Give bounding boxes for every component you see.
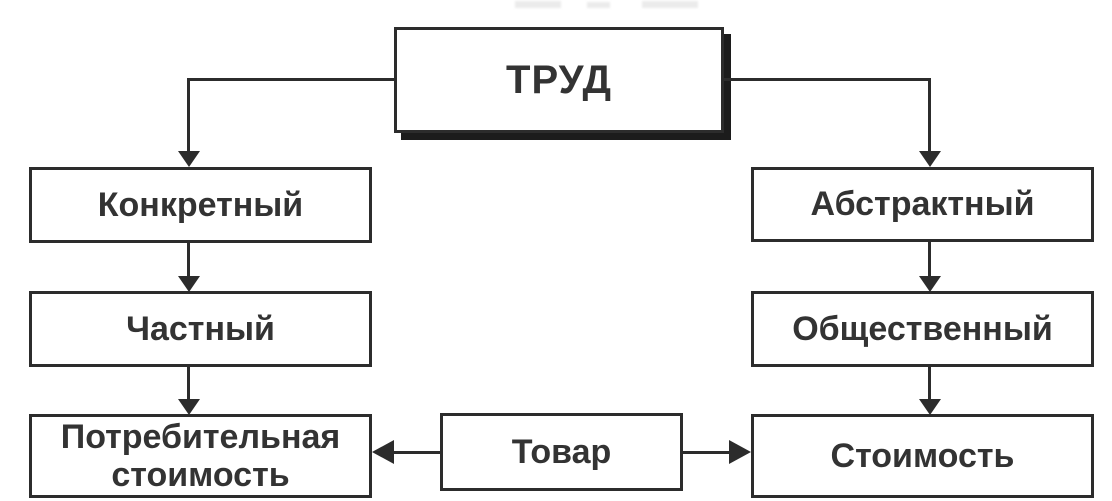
node-obshchestvenny-label: Общественный xyxy=(792,309,1053,348)
arrowhead-left-potrebitelnaya-icon xyxy=(372,440,394,464)
node-abstraktny-label: Абстрактный xyxy=(810,185,1035,224)
node-trud: ТРУД xyxy=(394,27,724,133)
arrowhead-down-abstraktny-icon xyxy=(919,151,941,167)
arrowhead-down-konkretny-icon xyxy=(178,151,200,167)
node-stoimost-label: Стоимость xyxy=(830,436,1015,475)
node-trud-label: ТРУД xyxy=(506,57,612,102)
node-tovar-label: Товар xyxy=(511,432,612,471)
arrowhead-down-stoimost-icon xyxy=(919,399,941,415)
connector-tovar-stoimost xyxy=(683,451,731,454)
connector-trud-konkretny-h xyxy=(187,78,394,81)
arrowhead-down-potrebitelnaya-icon xyxy=(178,399,200,415)
connector-trud-abstraktny-h xyxy=(724,78,931,81)
node-potrebitelnaya-stoimost: Потребительная стоимость xyxy=(29,414,372,498)
connector-obshchestvenny-stoimost xyxy=(928,367,931,400)
cropped-text-remnant xyxy=(642,1,698,8)
connector-abstraktny-obshchestvenny xyxy=(928,242,931,277)
cropped-text-remnant xyxy=(515,1,561,8)
node-tovar: Товар xyxy=(440,413,683,491)
connector-tovar-potrebitelnaya xyxy=(392,451,440,454)
node-stoimost: Стоимость xyxy=(751,414,1094,498)
node-konkretny: Конкретный xyxy=(29,167,372,243)
node-chastny-label: Частный xyxy=(126,309,275,348)
arrowhead-right-stoimost-icon xyxy=(729,440,751,464)
connector-trud-abstraktny-v xyxy=(928,78,931,152)
arrowhead-down-obshchestvenny-icon xyxy=(919,276,941,292)
node-konkretny-label: Конкретный xyxy=(97,185,304,224)
node-abstraktny: Абстрактный xyxy=(751,167,1094,242)
cropped-text-remnant xyxy=(587,2,610,8)
connector-chastny-potrebitelnaya xyxy=(187,367,190,400)
arrowhead-down-chastny-icon xyxy=(178,276,200,292)
node-chastny: Частный xyxy=(29,291,372,367)
node-obshchestvenny: Общественный xyxy=(751,291,1094,367)
connector-konkretny-chastny xyxy=(187,243,190,277)
node-potrebitelnaya-stoimost-label: Потребительная стоимость xyxy=(60,417,341,494)
connector-trud-konkretny-v xyxy=(187,78,190,152)
